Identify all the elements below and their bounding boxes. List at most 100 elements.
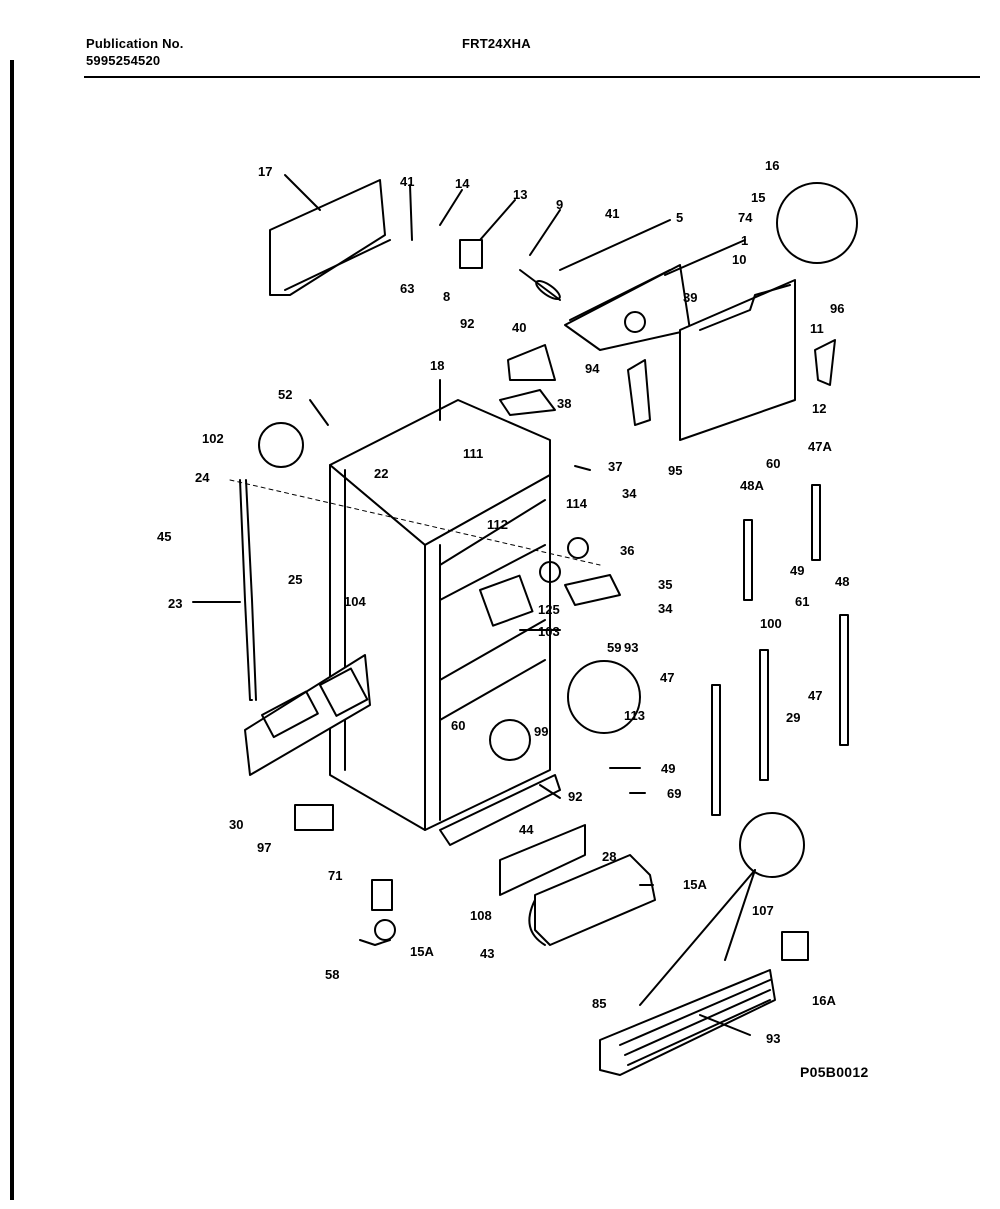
lower-trim bbox=[439, 774, 561, 846]
part-label-104: 104 bbox=[344, 594, 366, 609]
evaporator-cover bbox=[269, 179, 391, 296]
publication-label: Publication No. bbox=[86, 36, 184, 51]
page-border-left bbox=[10, 60, 14, 1200]
part-label-103: 103 bbox=[538, 624, 560, 639]
part-label-14: 14 bbox=[455, 176, 470, 191]
part-label-102: 102 bbox=[202, 431, 224, 446]
part-label-37: 37 bbox=[608, 459, 622, 474]
cabinet-shell bbox=[329, 399, 551, 831]
part-label-92: 92 bbox=[568, 789, 582, 804]
part-label-41: 41 bbox=[605, 206, 619, 221]
kick-plate bbox=[599, 969, 776, 1076]
detail-circle-71 bbox=[739, 812, 805, 878]
part-label-92: 92 bbox=[460, 316, 474, 331]
bracket-59 bbox=[564, 574, 621, 606]
part-label-45: 45 bbox=[157, 529, 171, 544]
part-label-63: 63 bbox=[400, 281, 414, 296]
part-label-15a: 15A bbox=[683, 877, 707, 892]
part-label-28: 28 bbox=[602, 849, 616, 864]
rail-47 bbox=[711, 684, 721, 816]
part-label-48a: 48A bbox=[740, 478, 764, 493]
relay-44 bbox=[294, 804, 334, 831]
rail-48 bbox=[759, 649, 769, 781]
part-label-49: 49 bbox=[790, 563, 804, 578]
model-number: FRT24XHA bbox=[462, 36, 531, 51]
part-label-85: 85 bbox=[592, 996, 606, 1011]
part-label-16: 16 bbox=[765, 158, 779, 173]
part-label-60: 60 bbox=[766, 456, 780, 471]
part-label-23: 23 bbox=[168, 596, 182, 611]
drawing-code: P05B0012 bbox=[800, 1064, 869, 1080]
part-label-34: 34 bbox=[658, 601, 673, 616]
part-label-99: 99 bbox=[534, 724, 548, 739]
rail-48A bbox=[743, 519, 753, 601]
detail-circle-99 bbox=[489, 719, 531, 761]
rail-47-right bbox=[839, 614, 849, 746]
part-label-22: 22 bbox=[374, 466, 388, 481]
bracket-96 bbox=[814, 339, 836, 386]
part-label-8: 8 bbox=[443, 289, 450, 304]
part-label-60: 60 bbox=[451, 718, 465, 733]
drain-tube bbox=[239, 479, 257, 701]
detail-circle-102 bbox=[258, 422, 304, 468]
part-label-11: 11 bbox=[810, 321, 824, 336]
part-label-114: 114 bbox=[566, 496, 588, 511]
evaporator-coil bbox=[564, 264, 691, 351]
crisper-cover bbox=[528, 854, 656, 946]
water-valve bbox=[359, 879, 396, 946]
part-label-18: 18 bbox=[430, 358, 444, 373]
bracket-85 bbox=[781, 931, 809, 961]
part-label-44: 44 bbox=[519, 822, 534, 837]
part-label-29: 29 bbox=[786, 710, 800, 725]
part-label-10: 10 bbox=[732, 252, 746, 267]
part-label-9: 9 bbox=[556, 197, 563, 212]
part-label-1: 1 bbox=[741, 233, 748, 248]
part-label-93: 93 bbox=[766, 1031, 780, 1046]
detail-circle-16 bbox=[776, 182, 858, 264]
publication-number: 5995254520 bbox=[86, 53, 161, 68]
part-label-112: 112 bbox=[487, 517, 508, 532]
part-label-30: 30 bbox=[229, 817, 243, 832]
part-label-69: 69 bbox=[667, 786, 681, 801]
part-label-47: 47 bbox=[660, 670, 674, 685]
rail-47A bbox=[811, 484, 821, 561]
part-label-12: 12 bbox=[812, 401, 826, 416]
part-label-58: 58 bbox=[325, 967, 339, 982]
bracket-40 bbox=[507, 344, 556, 381]
part-label-95: 95 bbox=[668, 463, 682, 478]
part-label-49: 49 bbox=[661, 761, 675, 776]
part-label-15: 15 bbox=[751, 190, 765, 205]
part-label-38: 38 bbox=[557, 396, 571, 411]
part-label-39: 39 bbox=[683, 290, 697, 305]
part-label-113: 113 bbox=[624, 708, 645, 723]
part-label-25: 25 bbox=[288, 572, 302, 587]
control-box bbox=[244, 654, 371, 776]
part-label-35: 35 bbox=[658, 577, 672, 592]
part-label-47: 47 bbox=[808, 688, 822, 703]
part-label-107: 107 bbox=[752, 903, 774, 918]
module-103 bbox=[479, 574, 534, 627]
part-label-16a: 16A bbox=[812, 993, 836, 1008]
part-label-40: 40 bbox=[512, 320, 526, 335]
part-label-111: 111 bbox=[463, 446, 483, 461]
part-label-5: 5 bbox=[676, 210, 683, 225]
part-label-72: 72 bbox=[0, 0, 14, 3]
part-label-52: 52 bbox=[278, 387, 292, 402]
bracket-38 bbox=[499, 389, 556, 416]
rear-panel bbox=[679, 279, 796, 441]
part-label-93: 93 bbox=[624, 640, 638, 655]
part-label-24: 24 bbox=[195, 470, 210, 485]
part-label-59: 59 bbox=[607, 640, 621, 655]
part-label-97: 97 bbox=[257, 840, 271, 855]
part-label-15a: 15A bbox=[410, 944, 434, 959]
detail-circle-100 bbox=[567, 660, 641, 734]
shelf-rail bbox=[499, 824, 586, 896]
part-label-61: 61 bbox=[795, 594, 809, 609]
part-label-96: 96 bbox=[830, 301, 844, 316]
part-label-41: 41 bbox=[400, 174, 414, 189]
fan-motor bbox=[459, 239, 561, 301]
part-label-100: 100 bbox=[760, 616, 782, 631]
part-label-48: 48 bbox=[835, 574, 849, 589]
